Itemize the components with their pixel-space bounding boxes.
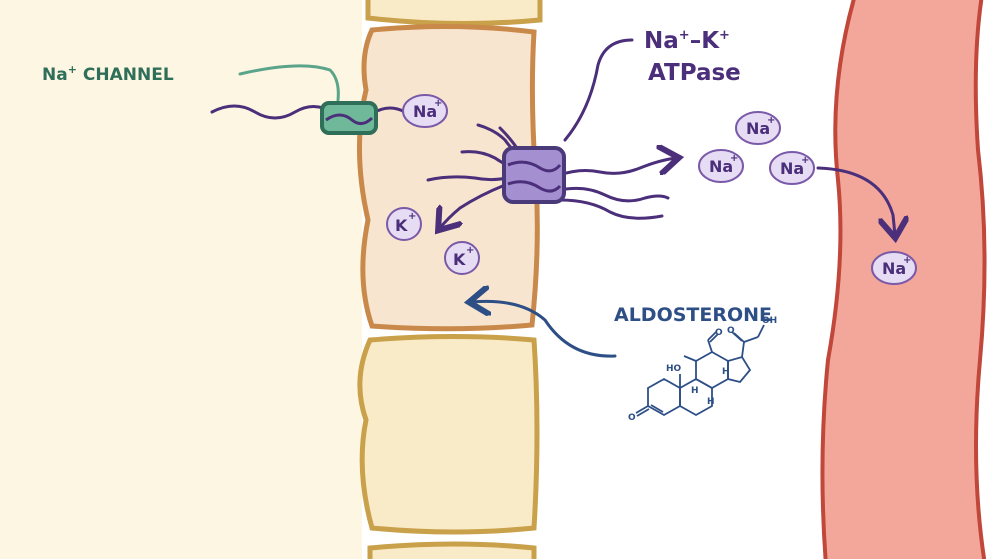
- tubule-lumen: [0, 0, 362, 559]
- svg-text:Na: Na: [746, 119, 770, 138]
- epithelial-cell-top: [365, 0, 543, 27]
- svg-text:+: +: [801, 155, 809, 166]
- svg-text:K: K: [453, 250, 466, 269]
- epithelial-cell-bottom: [357, 334, 540, 535]
- svg-text:Na: Na: [882, 259, 906, 278]
- atpase-label-line2: ATPase: [648, 60, 741, 86]
- na-channel-leader: [238, 64, 340, 102]
- svg-text:H: H: [707, 397, 715, 407]
- svg-text:+: +: [434, 98, 442, 109]
- na-ion-channel: Na +: [402, 94, 448, 128]
- svg-text:+: +: [408, 211, 416, 222]
- atpase-label-line1: Na+–K+: [644, 28, 730, 54]
- svg-text:Na: Na: [780, 159, 804, 178]
- svg-text:+: +: [903, 255, 911, 266]
- svg-text:K: K: [395, 216, 408, 235]
- k-ion-1: K +: [386, 207, 422, 241]
- svg-text:Na: Na: [413, 102, 437, 121]
- k-ion-2: K +: [444, 241, 480, 275]
- svg-text:O: O: [715, 328, 723, 338]
- aldosterone-molecule: [635, 324, 765, 417]
- svg-text:+: +: [730, 153, 738, 164]
- na-k-atpase-pump: [502, 146, 566, 204]
- aldosterone-label: ALDOSTERONE: [614, 304, 772, 326]
- na-ion-interstitial-3: Na +: [769, 151, 815, 185]
- na-channel-label: Na+CHANNEL: [42, 63, 174, 85]
- na-channel: [320, 101, 378, 135]
- svg-text:O: O: [727, 326, 735, 336]
- atpase-leader: [563, 38, 634, 142]
- na-ion-blood: Na +: [871, 251, 917, 285]
- aldosterone-molecule-atoms: O HO O O OH H H H: [628, 316, 777, 423]
- epithelial-cell-lower: [367, 541, 537, 559]
- svg-text:H: H: [691, 386, 699, 396]
- svg-text:O: O: [628, 413, 636, 423]
- svg-text:HO: HO: [666, 364, 682, 374]
- svg-text:OH: OH: [762, 316, 777, 326]
- svg-text:+: +: [466, 245, 474, 256]
- svg-text:+: +: [767, 115, 775, 126]
- na-to-blood-arrow: [816, 166, 895, 235]
- aldosterone-arrow: [472, 301, 617, 358]
- na-ion-interstitial-2: Na +: [698, 149, 744, 183]
- na-ion-interstitial-1: Na +: [735, 111, 781, 145]
- svg-text:Na: Na: [709, 157, 733, 176]
- svg-text:H: H: [722, 367, 730, 377]
